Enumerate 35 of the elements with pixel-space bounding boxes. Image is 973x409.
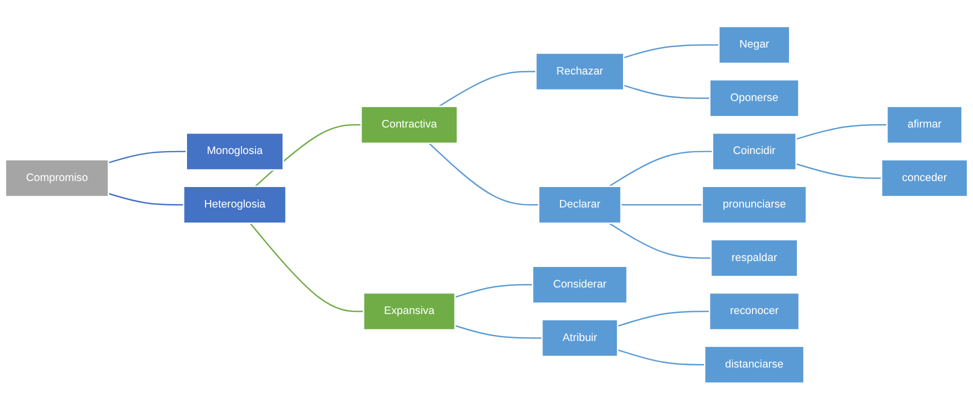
- connector: [608, 222, 711, 258]
- connector: [428, 142, 539, 206]
- connector: [617, 310, 710, 326]
- connector: [796, 124, 888, 140]
- connector: [254, 124, 362, 187]
- node-box: conceder: [880, 158, 968, 197]
- node-box: Expansiva: [362, 292, 456, 330]
- node-box: respaldar: [710, 238, 798, 277]
- node-box: Considerar: [532, 265, 628, 304]
- connector: [250, 222, 364, 312]
- node-box: reconocer: [708, 292, 800, 330]
- connector: [624, 84, 710, 99]
- connector: [617, 348, 705, 366]
- connector: [624, 44, 719, 58]
- connector: [108, 192, 184, 206]
- connector: [454, 324, 542, 338]
- node-box: distanciarse: [704, 345, 805, 384]
- node-box: pronunciarse: [702, 185, 808, 224]
- node-box: Rechazar: [535, 52, 624, 90]
- connector: [108, 150, 186, 164]
- node-box: Negar: [718, 25, 790, 64]
- connector: [438, 70, 536, 107]
- node-box: afirmar: [886, 105, 963, 144]
- node-box: Compromiso: [4, 158, 110, 197]
- node-box: Coincidir: [712, 132, 797, 170]
- node-box: Oponerse: [709, 78, 800, 118]
- connector: [454, 284, 533, 298]
- node-box: Atribuir: [541, 318, 618, 357]
- connector: [796, 162, 882, 179]
- connector: [608, 150, 713, 187]
- node-box: Monoglosia: [186, 132, 284, 170]
- node-box: Heteroglosia: [182, 185, 287, 224]
- node-box: Declarar: [538, 185, 622, 224]
- connector: [620, 204, 702, 206]
- node-box: Contractiva: [360, 105, 458, 144]
